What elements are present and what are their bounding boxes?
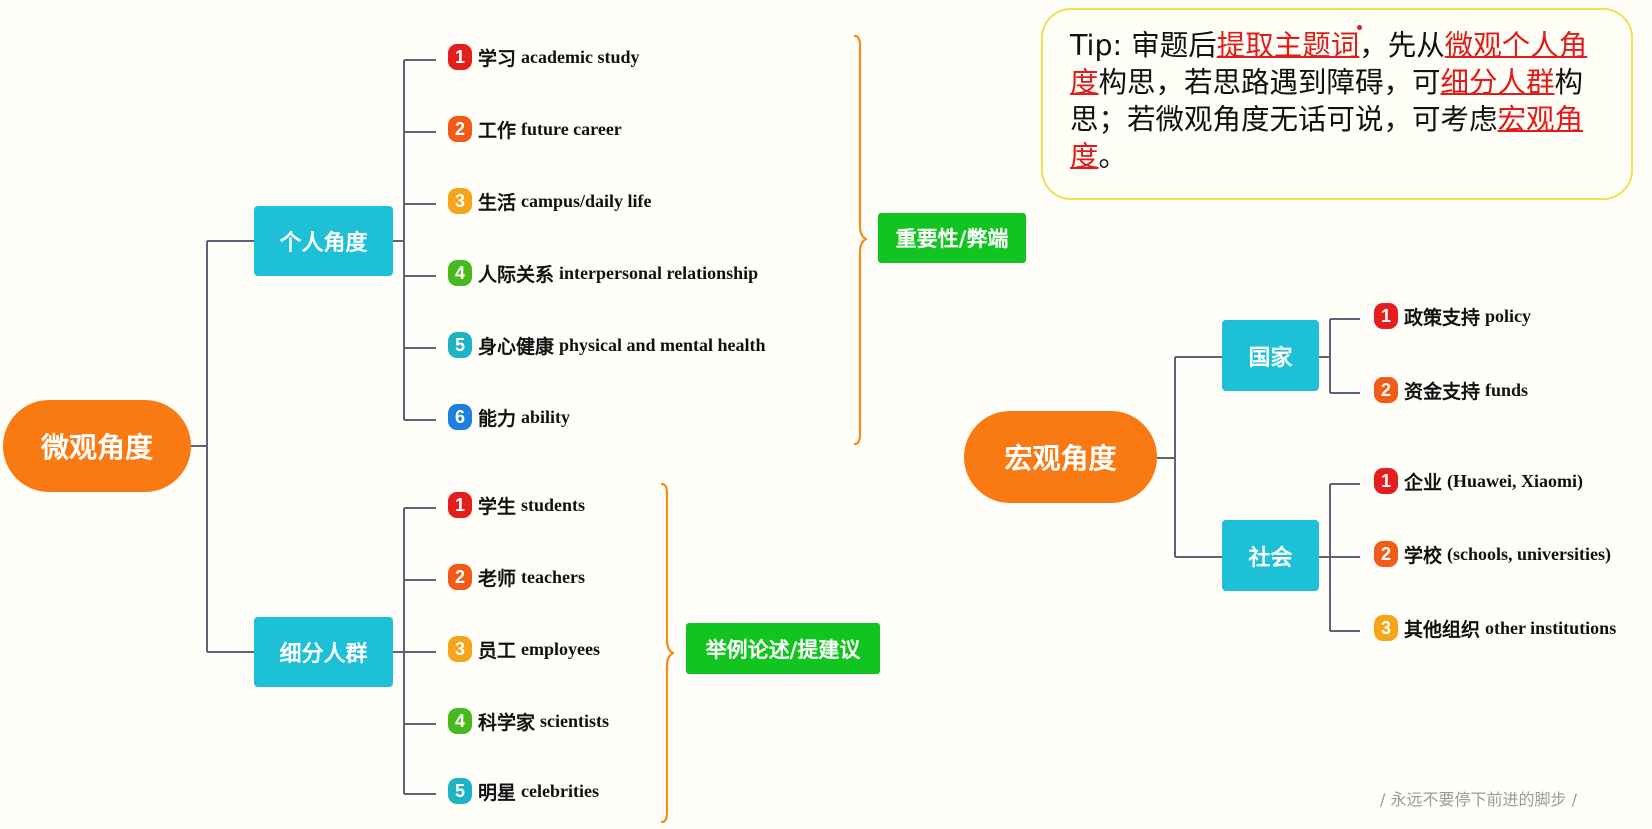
list-item: 2 老师 teachers [448, 562, 585, 592]
tip-text: 构思；若微观角度无话可说，可考虑 [1070, 66, 1584, 136]
list-item: 3 生活 campus/daily life [448, 186, 652, 216]
item-label-zh: 员工 [478, 639, 517, 662]
number-badge-icon: 1 [448, 492, 472, 518]
number-badge-icon: 6 [448, 404, 472, 430]
connector-group-items [392, 507, 436, 795]
number-badge-icon: 3 [448, 636, 472, 662]
tip-text: ，先从 [1359, 29, 1445, 62]
item-label-en: (schools, universities) [1447, 543, 1612, 564]
item-label-zh: 学习 [478, 47, 517, 70]
tip-prefix: Tip: 审题后 [1070, 29, 1217, 62]
personal-angle-node: 个人角度 [254, 206, 393, 276]
item-label-zh: 老师 [478, 567, 517, 590]
list-item: 2 资金支持 funds [1374, 375, 1528, 405]
list-item: 3 其他组织 other institutions [1374, 613, 1616, 643]
tip-highlight-keywords: 提取主题词 [1216, 29, 1360, 62]
number-badge-icon: 3 [1374, 615, 1398, 641]
list-item: 3 员工 employees [448, 634, 600, 664]
item-label-zh: 生活 [478, 191, 517, 214]
micro-root-node: 微观角度 [3, 400, 191, 492]
item-label-zh: 企业 [1404, 471, 1443, 494]
importance-drawbacks-tag: 重要性/弊端 [878, 213, 1026, 263]
item-label-en: employees [521, 638, 600, 659]
tip-box: Tip: 审题后提取主题词，先从微观个人角度构思，若思路遇到障碍，可细分人群构思… [1041, 8, 1633, 200]
number-badge-icon: 2 [1374, 541, 1398, 567]
item-label-zh: 明星 [478, 781, 517, 804]
list-item: 5 明星 celebrities [448, 776, 599, 806]
item-label-zh: 身心健康 [478, 335, 555, 358]
number-badge-icon: 3 [448, 188, 472, 214]
list-item: 5 身心健康 physical and mental health [448, 330, 766, 360]
tip-text: 构思，若思路遇到障碍，可 [1098, 66, 1441, 99]
connector-country-items [1318, 318, 1360, 394]
number-badge-icon: 1 [448, 44, 472, 70]
brace-personal [853, 34, 868, 446]
number-badge-icon: 1 [1374, 468, 1398, 494]
item-label-en: teachers [521, 566, 585, 587]
item-label-en: future career [521, 118, 622, 139]
item-label-en: academic study [521, 46, 640, 67]
list-item: 1 政策支持 policy [1374, 301, 1531, 331]
country-node: 国家 [1222, 320, 1319, 391]
item-label-zh: 工作 [478, 119, 517, 142]
number-badge-icon: 5 [448, 778, 472, 804]
number-badge-icon: 1 [1374, 303, 1398, 329]
item-label-zh: 科学家 [478, 711, 536, 734]
list-item: 6 能力 ability [448, 402, 570, 432]
item-label-zh: 其他组织 [1404, 618, 1481, 641]
list-item: 2 工作 future career [448, 114, 622, 144]
item-label-zh: 人际关系 [478, 263, 555, 286]
item-label-zh: 学生 [478, 495, 517, 518]
item-label-zh: 资金支持 [1404, 380, 1481, 403]
connector-society-items [1318, 483, 1360, 632]
item-label-zh: 学校 [1404, 544, 1443, 567]
watermark: / 永远不要停下前进的脚步 / [1380, 790, 1577, 809]
brace-groups [660, 482, 675, 824]
macro-root-node: 宏观角度 [964, 411, 1157, 503]
tip-dot-icon [1357, 25, 1362, 30]
item-label-en: physical and mental health [559, 334, 766, 355]
list-item: 1 企业 (Huawei, Xiaomi) [1374, 466, 1583, 496]
list-item: 4 科学家 scientists [448, 706, 609, 736]
number-badge-icon: 4 [448, 260, 472, 286]
number-badge-icon: 5 [448, 332, 472, 358]
tip-highlight-macro: 宏观角度 [1070, 103, 1584, 173]
item-label-en: (Huawei, Xiaomi) [1447, 470, 1583, 491]
item-label-en: funds [1485, 379, 1529, 400]
item-label-en: campus/daily life [521, 190, 652, 211]
list-item: 2 学校 (schools, universities) [1374, 539, 1611, 569]
subdivided-groups-node: 细分人群 [254, 617, 393, 687]
item-label-en: interpersonal relationship [559, 262, 759, 283]
number-badge-icon: 4 [448, 708, 472, 734]
society-node: 社会 [1222, 520, 1319, 591]
connector-micro-root [190, 240, 254, 653]
tip-suffix: 。 [1098, 140, 1128, 173]
item-label-zh: 能力 [478, 407, 517, 430]
item-label-zh: 政策支持 [1404, 306, 1481, 329]
item-label-en: students [521, 494, 586, 515]
number-badge-icon: 2 [448, 116, 472, 142]
tip-highlight-groups: 细分人群 [1440, 66, 1555, 99]
item-label-en: other institutions [1485, 617, 1617, 638]
number-badge-icon: 2 [1374, 377, 1398, 403]
item-label-en: scientists [540, 710, 610, 731]
item-label-en: ability [521, 406, 571, 427]
list-item: 4 人际关系 interpersonal relationship [448, 258, 758, 288]
connector-macro-root [1157, 356, 1222, 558]
connector-personal-items [392, 59, 436, 421]
number-badge-icon: 2 [448, 564, 472, 590]
list-item: 1 学习 academic study [448, 42, 640, 72]
list-item: 1 学生 students [448, 490, 585, 520]
examples-suggestions-tag: 举例论述/提建议 [686, 623, 880, 674]
item-label-en: celebrities [521, 780, 599, 801]
item-label-en: policy [1485, 305, 1532, 326]
tip-highlight-micro-personal: 微观个人角度 [1070, 29, 1588, 99]
